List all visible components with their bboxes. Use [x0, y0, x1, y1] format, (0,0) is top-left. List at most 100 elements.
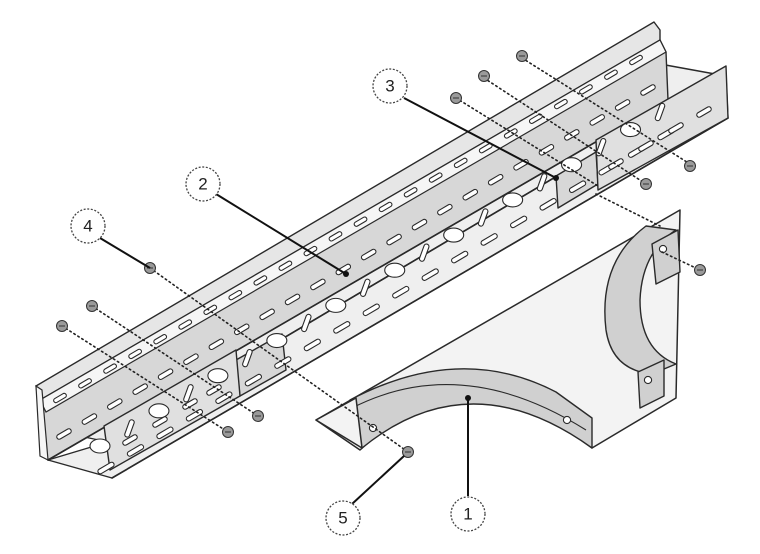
- callout-1-label: 1: [463, 505, 472, 524]
- far-wall-slot: [378, 201, 393, 213]
- floor-lower-slot: [244, 373, 263, 387]
- floor-lower-slot: [421, 268, 439, 281]
- near-wall-slot: [360, 248, 377, 261]
- floor-lower-slot: [539, 198, 557, 211]
- floor-round-hole: [561, 157, 583, 173]
- floor-lower-slot: [215, 391, 233, 404]
- splice-slot: [638, 140, 654, 152]
- leader-lines: [99, 97, 559, 505]
- floor-slot: [124, 419, 135, 438]
- floor-round-hole: [266, 332, 288, 349]
- callout-4-label: 4: [83, 217, 92, 236]
- floor-slot: [595, 137, 607, 157]
- floor-lower-slot: [392, 285, 410, 299]
- far-wall-slot: [228, 289, 243, 301]
- near-wall-slot: [208, 338, 225, 351]
- far-wall-slot: [128, 348, 143, 360]
- callout-3-label: 3: [385, 77, 394, 96]
- floor-lower-slot: [362, 303, 380, 317]
- tee-left-end-flange: [315, 397, 363, 449]
- floor-round-hole: [325, 297, 347, 313]
- floor-slot: [183, 384, 194, 403]
- splice-slot: [152, 416, 168, 428]
- tee-front-curved-wall: [349, 368, 593, 449]
- far-wall-slot: [579, 84, 593, 95]
- near-wall-slot: [157, 368, 174, 380]
- floor-lower-slot: [568, 180, 587, 194]
- far-wall-slot: [278, 260, 293, 271]
- floor-slot: [301, 313, 312, 333]
- floor-round-holes: [89, 102, 675, 475]
- near-wall-slot: [284, 293, 301, 306]
- near-wall-slot: [487, 173, 504, 186]
- near-wall-slot: [462, 188, 479, 201]
- floor-lower-slot: [97, 461, 115, 475]
- floor-round-hole: [443, 227, 465, 243]
- near-wall-slot: [107, 398, 123, 410]
- floor-slot: [242, 348, 253, 368]
- callout-5-label: 5: [338, 509, 347, 528]
- splice-slot: [122, 434, 138, 446]
- far-wall-slot: [353, 216, 368, 227]
- callout-2-label: 2: [198, 175, 207, 194]
- far-wall-slot: [328, 231, 343, 242]
- far-wall-slot: [103, 363, 117, 374]
- floor-slot: [477, 208, 489, 227]
- near-wall-slot: [589, 114, 605, 126]
- near-wall-slots: [56, 84, 656, 440]
- near-wall-slot: [233, 323, 250, 336]
- tee-fitting: [315, 209, 681, 451]
- near-wall-slot: [411, 218, 428, 231]
- floor-lower-slot: [509, 215, 528, 229]
- far-wall-slot: [53, 392, 67, 404]
- floor-slot: [654, 102, 666, 122]
- far-wall-slot: [604, 69, 618, 80]
- far-wall-slot: [528, 113, 543, 124]
- near-wall-slot: [640, 84, 656, 96]
- near-wall-slot: [386, 233, 402, 246]
- far-wall-slot: [553, 98, 568, 110]
- far-wall-slot: [428, 172, 443, 183]
- callout-3: 3: [372, 68, 408, 104]
- callout-2: 2: [185, 166, 221, 202]
- floor-lower-slot: [333, 321, 351, 334]
- tee-right-end-piece: [651, 229, 681, 285]
- near-wall-slot: [183, 353, 199, 366]
- near-wall-slot: [538, 144, 555, 156]
- near-wall-slot: [259, 308, 275, 321]
- splice-slot: [696, 106, 712, 118]
- far-wall-slot: [453, 157, 468, 169]
- straight-cable-tray: [35, 21, 729, 479]
- floor-lower-slot: [303, 338, 321, 352]
- near-wall-slot: [56, 428, 72, 440]
- splice-slot: [668, 122, 684, 134]
- callout-5: 5: [325, 500, 361, 536]
- splice-slots: [122, 106, 712, 446]
- splice-slot: [206, 384, 222, 396]
- floor-slot: [359, 278, 371, 297]
- floor-lower-slot: [480, 233, 498, 246]
- floor-slot: [418, 243, 430, 262]
- floor-lower-slot: [274, 356, 292, 369]
- floor-slot: [536, 173, 548, 192]
- alignment-lines: [61, 57, 701, 453]
- floor-lower-slot: [126, 444, 145, 457]
- fastener-bolts: [56, 50, 706, 458]
- near-wall-slot: [132, 383, 148, 395]
- near-wall-slot: [310, 278, 326, 291]
- floor-round-hole: [384, 262, 406, 278]
- callout-1: 1: [450, 496, 486, 532]
- far-wall-slot: [629, 54, 643, 66]
- far-wall-slot: [153, 334, 168, 345]
- floor-lower-slot: [451, 250, 469, 264]
- callout-4: 4: [70, 208, 106, 244]
- floor-round-hole: [89, 438, 111, 454]
- far-wall-slot: [178, 319, 193, 330]
- far-wall-slot: [403, 187, 418, 198]
- far-wall-slot: [253, 275, 268, 286]
- far-wall-slot: [78, 378, 92, 389]
- floor-round-hole: [207, 368, 229, 384]
- floor-lower-slot: [156, 426, 174, 440]
- floor-round-hole: [502, 192, 524, 208]
